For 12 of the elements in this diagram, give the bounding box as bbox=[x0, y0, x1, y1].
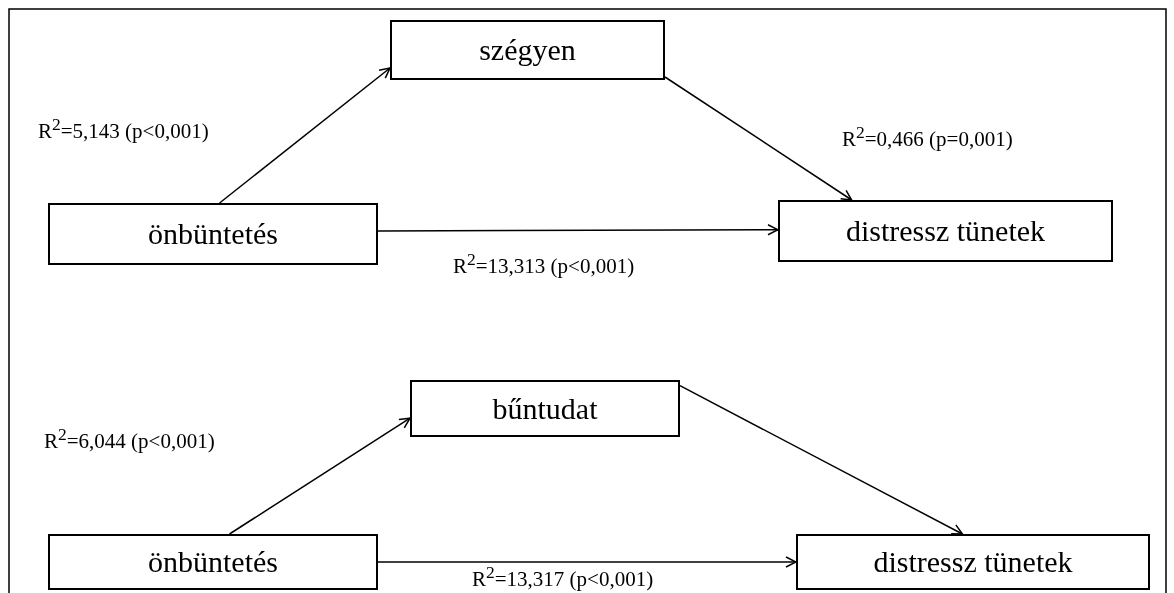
variable-box: bűntudat bbox=[410, 380, 680, 437]
arrow bbox=[377, 556, 797, 568]
arrow bbox=[218, 67, 391, 204]
arrow bbox=[679, 384, 964, 535]
arrow bbox=[228, 417, 411, 535]
variable-box: distressz tünetek bbox=[778, 200, 1113, 262]
arrow bbox=[377, 224, 779, 236]
arrow bbox=[664, 76, 853, 201]
variable-box: szégyen bbox=[390, 20, 665, 80]
variable-box: distressz tünetek bbox=[796, 534, 1150, 590]
variable-box: önbüntetés bbox=[48, 534, 378, 590]
variable-box: önbüntetés bbox=[48, 203, 378, 265]
